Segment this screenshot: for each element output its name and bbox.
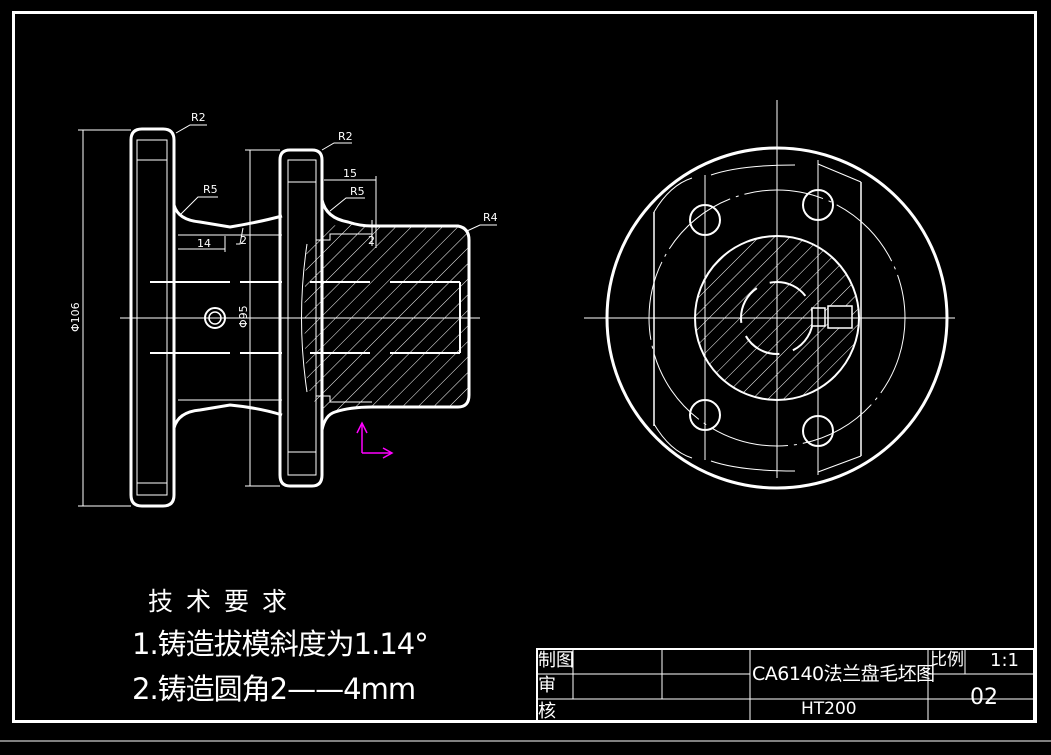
ucs-icon — [356, 421, 394, 459]
title-block-drawn-by-label: 制图 — [538, 650, 574, 671]
dim-r2-left: R2 — [191, 111, 206, 124]
tech-requirement-item: 2.铸造圆角2——4mm — [132, 672, 416, 706]
dim-r5-left: R5 — [203, 183, 218, 196]
drawing-number: 02 — [970, 685, 998, 710]
drawing-title: CA6140法兰盘毛坯图 — [752, 663, 935, 685]
material: HT200 — [801, 699, 857, 719]
front-section-view — [78, 124, 497, 508]
title-block — [536, 648, 1035, 722]
tech-requirements-title: 技术要求 — [148, 587, 301, 616]
dim-r5-right: R5 — [350, 185, 365, 198]
right-flange-outline — [278, 148, 324, 488]
dim-diameter-106: Φ106 — [69, 302, 82, 332]
dim-2-right: 2 — [368, 234, 375, 247]
scale-value: 1:1 — [990, 650, 1019, 671]
drawing-border — [0, 11, 1051, 742]
title-block-review-label: 审 — [538, 675, 556, 696]
dim-r4: R4 — [483, 211, 498, 224]
side-view — [584, 100, 955, 490]
dim-diameter-95: Φ95 — [237, 305, 250, 328]
title-block-check-label: 核 — [538, 701, 556, 722]
dim-15: 15 — [343, 167, 357, 180]
dim-r2-right: R2 — [338, 130, 353, 143]
dim-2-left: 2 — [240, 234, 247, 247]
scale-label: 比例 — [930, 650, 964, 670]
left-flange-outline — [129, 127, 176, 508]
tech-requirement-item: 1.铸造拔模斜度为1.14° — [132, 627, 429, 661]
dim-14: 14 — [197, 237, 211, 250]
